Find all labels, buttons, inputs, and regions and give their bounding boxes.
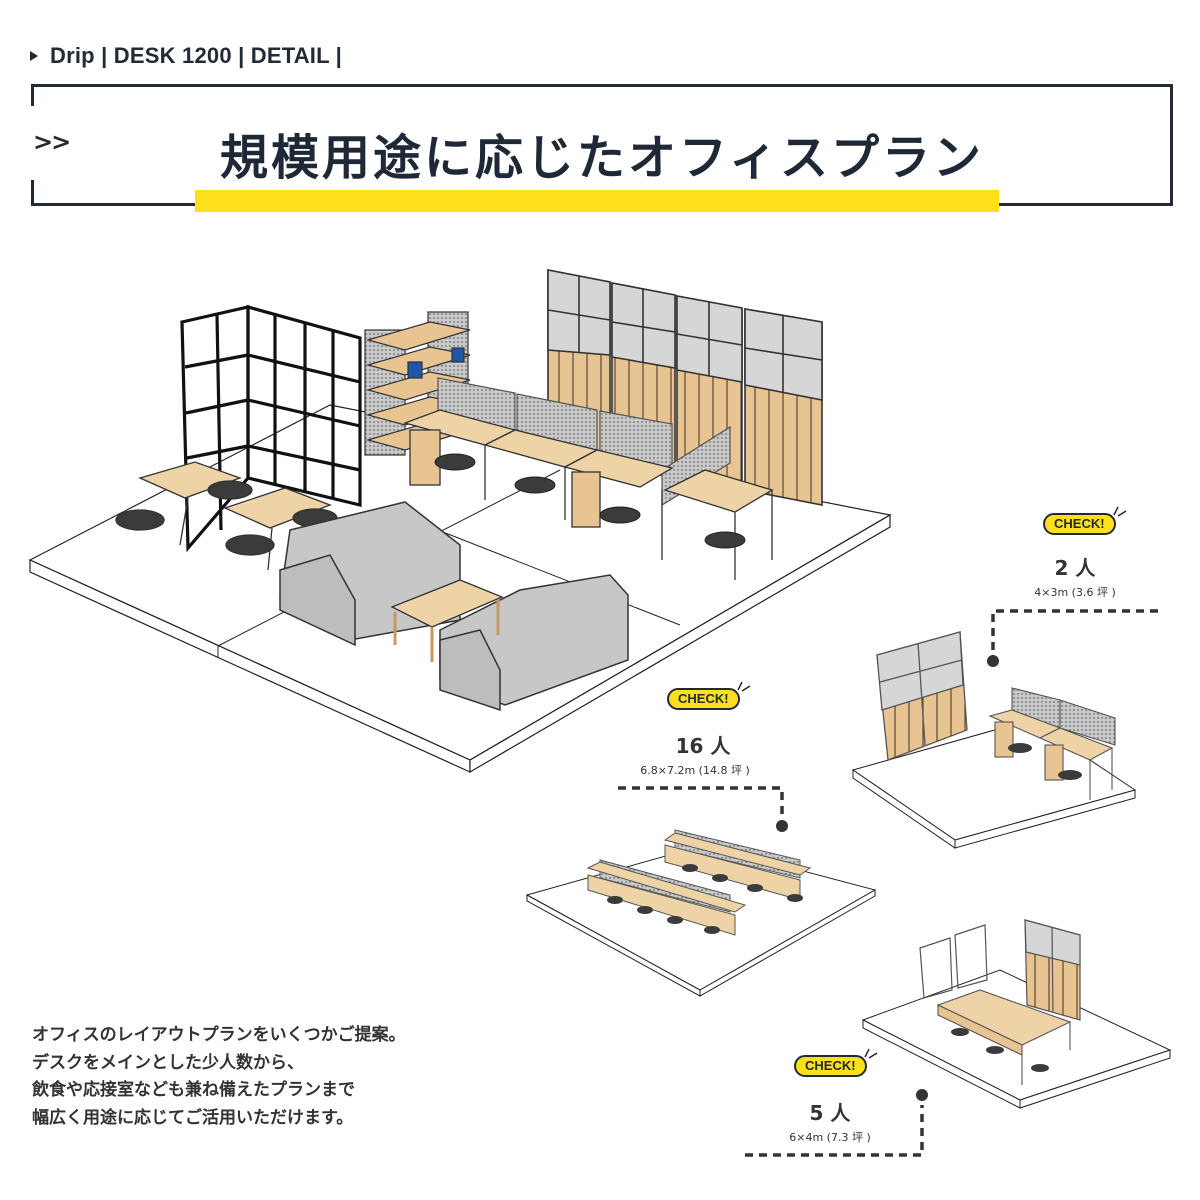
check-badge: CHECK! [794,1048,877,1077]
frame-line [31,84,1173,87]
plan-5-size: 6×4m (7.3 坪 ) [789,1131,871,1144]
check-badge-text: CHECK! [1054,516,1105,531]
check-badge-text: CHECK! [678,691,729,706]
leader-line-5 [745,1105,924,1157]
plan-5-people: 5 人 [809,1101,851,1125]
plan-2-people: 2 人 [1054,556,1096,580]
double-chevron-icon: >> [33,128,71,156]
plan-16-illustration [525,829,877,997]
breadcrumb: Drip | DESK 1200 | DETAIL | [30,40,342,72]
page-title: 規模用途に応じたオフィスプラン [219,130,985,186]
description-line: 飲食や応接室なども兼ね備えたプランまで [32,1080,355,1100]
title-frame: >> 規模用途に応じたオフィスプラン [31,84,1173,212]
description-line: 幅広く用途に応じてご活用いただけます。 [32,1107,354,1128]
check-badge-text: CHECK! [805,1058,856,1073]
leader-line-2 [991,609,1158,650]
check-badge: CHECK! [667,681,750,710]
breadcrumb-text: Drip | DESK 1200 | DETAIL | [50,43,343,68]
check-badge: CHECK! [1043,506,1126,535]
main-office-illustration [28,269,892,774]
sparkle-icon [863,1048,877,1059]
frame-line [1170,84,1173,206]
plan-2-size: 4×3m (3.6 坪 ) [1034,586,1116,599]
description-line: オフィスのレイアウトプランをいくつかご提案。 [32,1025,406,1045]
sparkle-icon [1112,506,1126,517]
triangle-icon [30,51,38,61]
frame-line [31,84,34,106]
leader-line-16 [618,786,784,818]
plan-16-size: 6.8×7.2m (14.8 坪 ) [640,764,750,777]
sparkle-icon [736,681,750,692]
plan-5-illustration [861,919,1172,1109]
description: オフィスのレイアウトプランをいくつかご提案。 デスクをメインとした少人数から、 … [32,1022,406,1132]
description-line: デスクをメインとした少人数から、 [32,1052,304,1073]
plan-16-people: 16 人 [675,734,731,758]
plan-2-illustration [851,631,1137,849]
title-underline-highlight [195,190,999,212]
frame-line [31,180,34,206]
